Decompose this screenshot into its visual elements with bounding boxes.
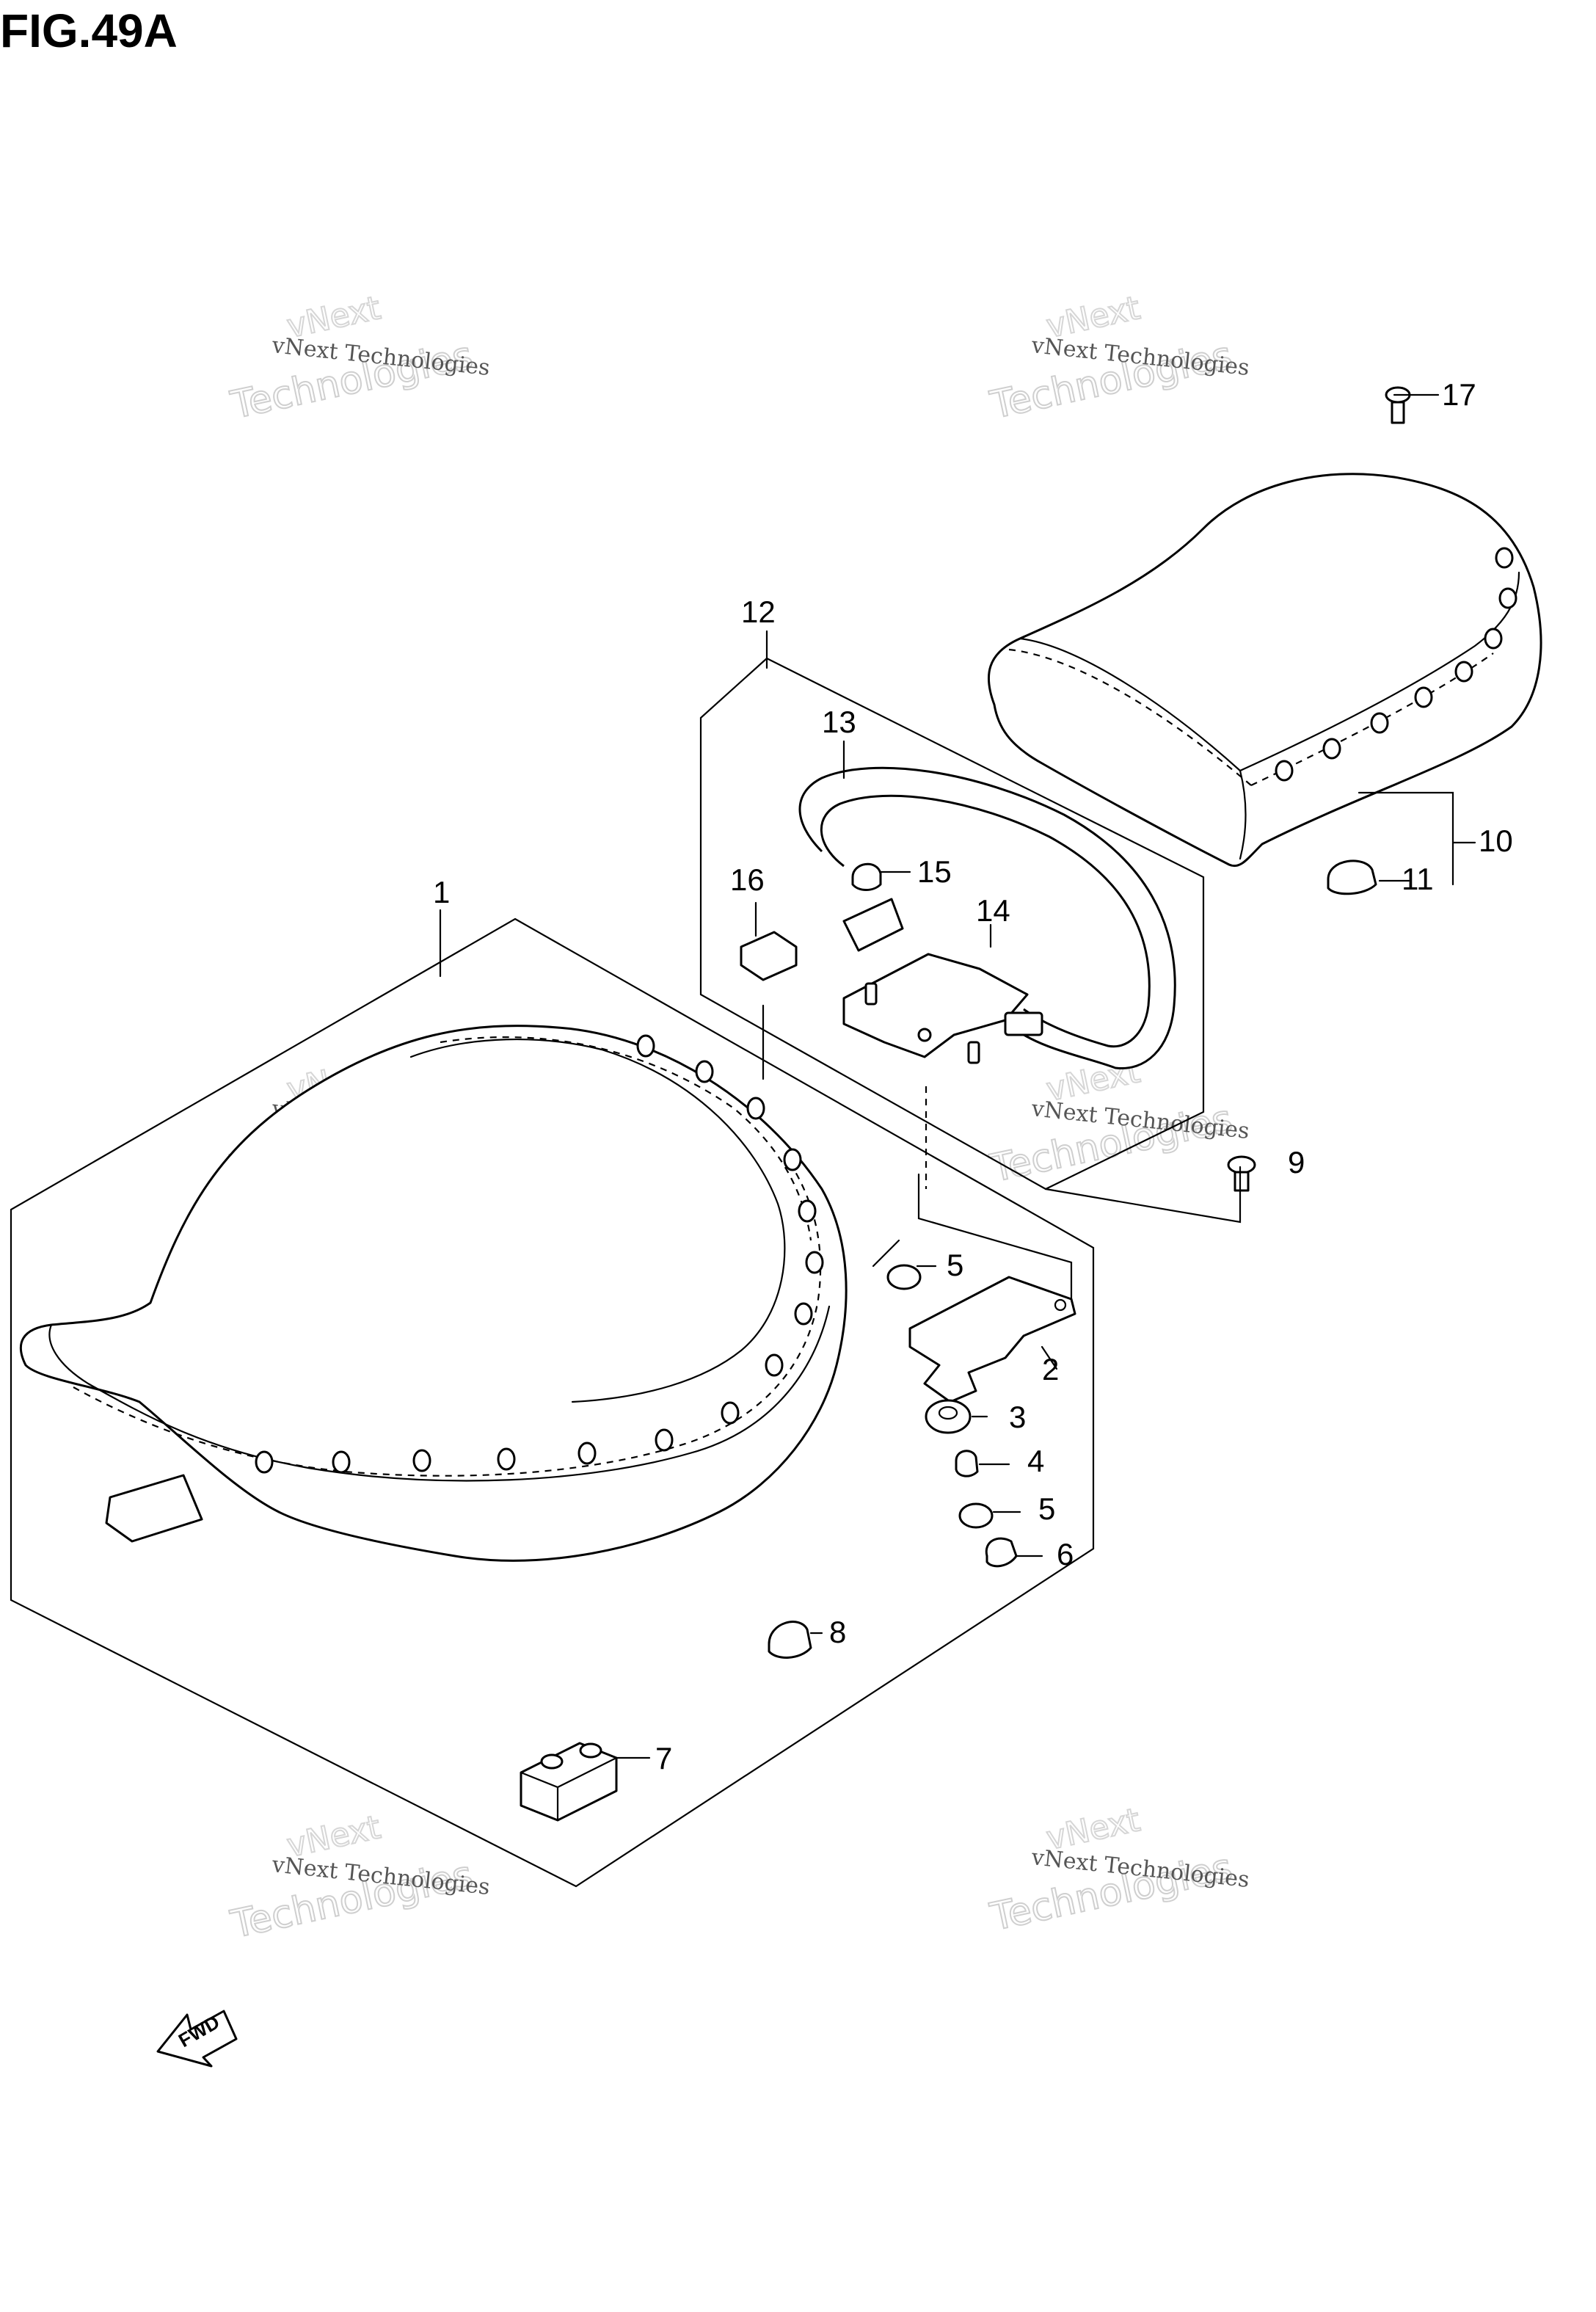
callout-14: 14 xyxy=(976,893,1010,928)
callout-11: 11 xyxy=(1402,862,1434,896)
washer-5a xyxy=(886,1264,922,1290)
front-seat-studs xyxy=(255,1034,824,1474)
collar-4 xyxy=(955,1450,979,1477)
callout-7: 7 xyxy=(655,1741,672,1775)
nut-6 xyxy=(985,1537,1018,1568)
callout-13: 13 xyxy=(822,705,856,739)
seat-bracket xyxy=(842,898,1043,1064)
backrest-frame xyxy=(798,766,1176,1070)
fwd-arrow: FWD xyxy=(156,2010,238,2068)
watermark-mid-right: vNext Technologies vNext Technologies xyxy=(985,1052,1250,1192)
callout-1: 1 xyxy=(433,875,450,909)
cushion-8 xyxy=(768,1621,812,1659)
rear-seat-studs xyxy=(1275,547,1517,782)
pad-16 xyxy=(740,931,798,981)
callout-5b: 5 xyxy=(1038,1491,1055,1526)
watermark-bottom-left: vNext Technologies vNext Technologies xyxy=(226,1808,491,1948)
cap-11 xyxy=(1327,859,1377,895)
callout-2: 2 xyxy=(1042,1352,1059,1386)
callout-6: 6 xyxy=(1057,1537,1074,1571)
callout-15: 15 xyxy=(917,854,952,889)
rear-seat xyxy=(987,473,1542,868)
callout-9: 9 xyxy=(1288,1145,1305,1179)
callout-3: 3 xyxy=(1009,1400,1026,1434)
callout-4: 4 xyxy=(1027,1444,1044,1478)
screw-17 xyxy=(1385,386,1411,424)
block-7 xyxy=(520,1742,618,1822)
watermark-top-right: vNext Technologies vNext Technologies xyxy=(985,288,1250,429)
callout-12: 12 xyxy=(741,595,776,629)
callout-10: 10 xyxy=(1479,824,1513,858)
watermark-bottom-right: vNext Technologies vNext Technologies xyxy=(985,1800,1250,1941)
watermark-top-left: vNext Technologies vNext Technologies xyxy=(226,288,491,429)
leader-lines xyxy=(439,393,1476,1759)
callout-5a: 5 xyxy=(947,1248,963,1282)
group-outline-front-seat xyxy=(10,917,1095,1888)
washer-5b xyxy=(958,1502,994,1529)
front-seat xyxy=(19,1025,848,1562)
callout-16: 16 xyxy=(730,862,765,897)
screw-9 xyxy=(1227,1155,1256,1192)
callout-17: 17 xyxy=(1442,377,1476,412)
callout-8: 8 xyxy=(829,1615,846,1649)
grommet-3 xyxy=(925,1399,972,1434)
callouts: 1 2 3 4 5 5 6 7 8 9 10 11 12 13 14 15 16… xyxy=(433,377,1513,1775)
figure-title: FIG.49A xyxy=(0,4,178,57)
nut-15 xyxy=(851,862,882,891)
